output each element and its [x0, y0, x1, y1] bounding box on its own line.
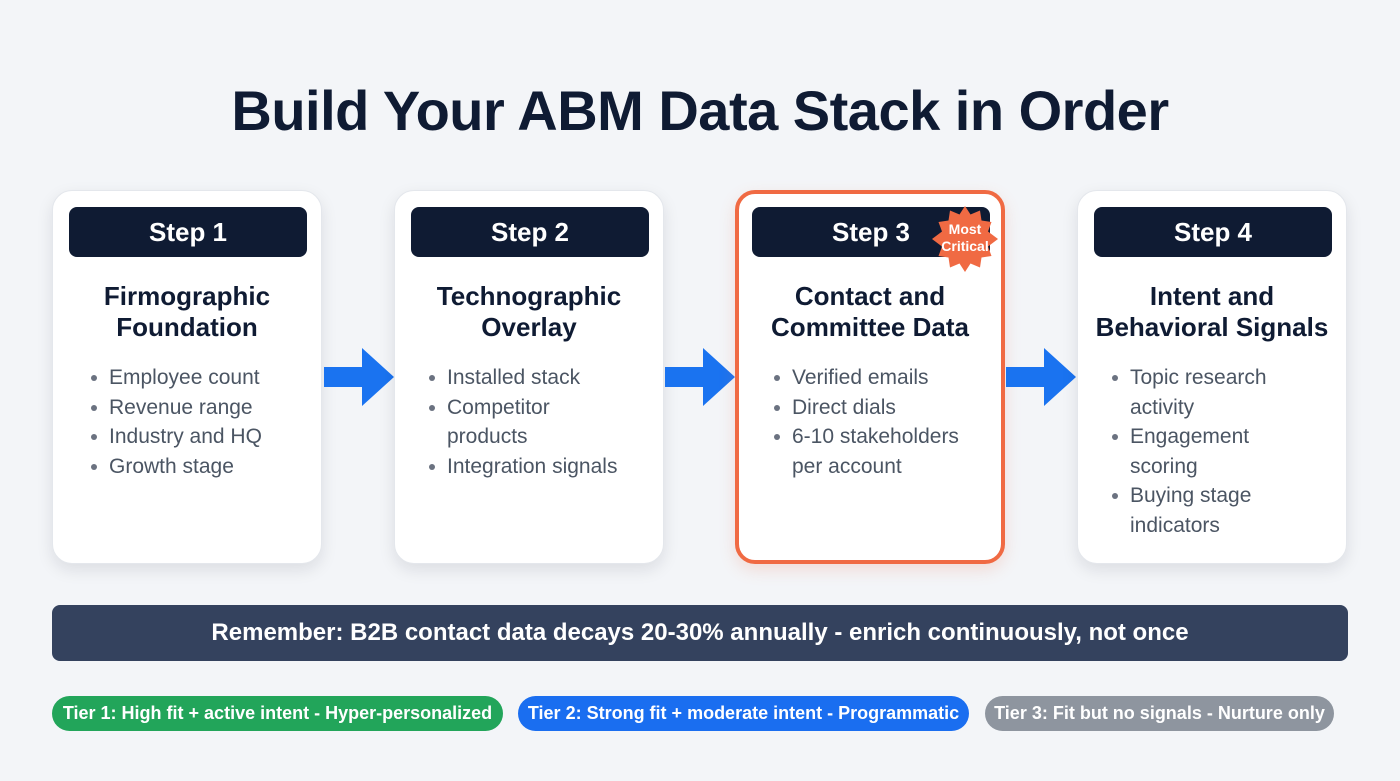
bullet-item: Employee count [89, 363, 309, 393]
tier-1-pill: Tier 1: High fit + active intent - Hyper… [52, 696, 503, 731]
arrow-right-icon [665, 348, 735, 406]
bullet-item: Installed stack [427, 363, 647, 393]
step-card-1: Step 1 Firmographic Foundation Employee … [52, 190, 322, 564]
bullet-item: Revenue range [89, 393, 309, 423]
badge-line: Critical [941, 238, 989, 254]
reminder-banner: Remember: B2B contact data decays 20-30%… [52, 605, 1348, 661]
tier-2-pill: Tier 2: Strong fit + moderate intent - P… [518, 696, 969, 731]
step-bullets: Employee count Revenue range Industry an… [89, 363, 309, 481]
step-title: Contact and Committee Data [739, 281, 1001, 343]
bullet-item: Engagement scoring [1110, 422, 1260, 481]
step-title-line: Technographic [436, 281, 622, 311]
bullet-item: Verified emails [772, 363, 992, 393]
step-title-line: Committee Data [771, 312, 969, 342]
step-bullets: Topic research activity Engagement scori… [1110, 363, 1300, 540]
page-title: Build Your ABM Data Stack in Order [231, 79, 1169, 142]
step-title-line: Foundation [116, 312, 258, 342]
bullet-item: Growth stage [89, 452, 309, 482]
starburst-icon [932, 206, 998, 272]
bullet-item: Competitor products [427, 393, 597, 452]
step-label: Step 1 [69, 207, 307, 257]
bullet-item: Direct dials [772, 393, 992, 423]
bullet-item: Integration signals [427, 452, 647, 482]
bullet-item: Industry and HQ [89, 422, 309, 452]
step-bullets: Installed stack Competitor products Inte… [427, 363, 647, 481]
step-title-line: Behavioral Signals [1095, 312, 1329, 342]
step-title-line: Overlay [481, 312, 577, 342]
tier-3-pill: Tier 3: Fit but no signals - Nurture onl… [985, 696, 1334, 731]
step-label: Step 4 [1094, 207, 1332, 257]
step-title-line: Firmographic [103, 281, 271, 311]
step-title: Technographic Overlay [395, 281, 663, 343]
badge-line: Most [948, 221, 982, 237]
bullet-item: 6-10 stakeholders per account [772, 422, 982, 481]
arrow-right-icon [1006, 348, 1076, 406]
step-card-4: Step 4 Intent and Behavioral Signals Top… [1077, 190, 1347, 564]
most-critical-badge: Most Critical [932, 206, 998, 272]
badge-text: Most Critical [932, 221, 998, 255]
step-card-2: Step 2 Technographic Overlay Installed s… [394, 190, 664, 564]
step-label: Step 2 [411, 207, 649, 257]
bullet-item: Topic research activity [1110, 363, 1300, 422]
arrow-right-icon [324, 348, 394, 406]
step-bullets: Verified emails Direct dials 6-10 stakeh… [772, 363, 992, 481]
step-title-line: Contact and [794, 281, 946, 311]
step-title-line: Intent and [1149, 281, 1275, 311]
step-title: Intent and Behavioral Signals [1078, 281, 1346, 343]
step-title: Firmographic Foundation [53, 281, 321, 343]
bullet-item: Buying stage indicators [1110, 481, 1260, 540]
